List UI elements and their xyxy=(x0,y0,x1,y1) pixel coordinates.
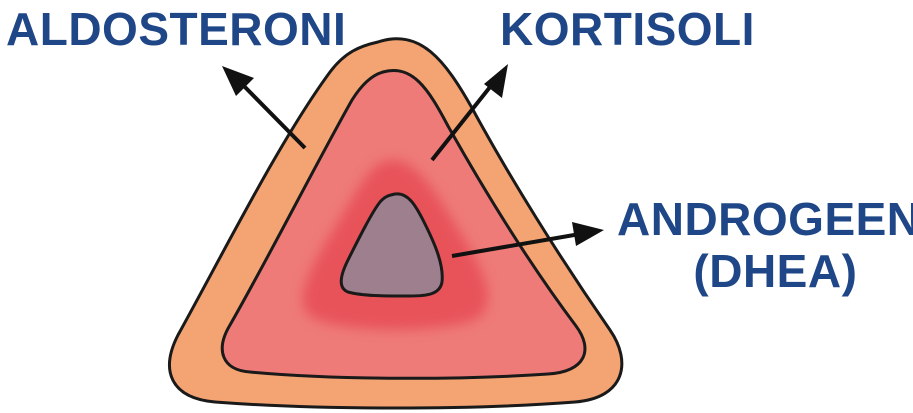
label-kortisoli: KORTISOLI xyxy=(500,4,755,55)
label-androgeeni: ANDROGEENI (DHEA) xyxy=(617,193,913,297)
label-androgeeni-line1: ANDROGEENI xyxy=(617,193,913,245)
label-androgeeni-line2: (DHEA) xyxy=(617,245,913,297)
arrow-to-aldosteroni xyxy=(222,66,305,148)
label-aldosteroni: ALDOSTERONI xyxy=(6,4,346,55)
